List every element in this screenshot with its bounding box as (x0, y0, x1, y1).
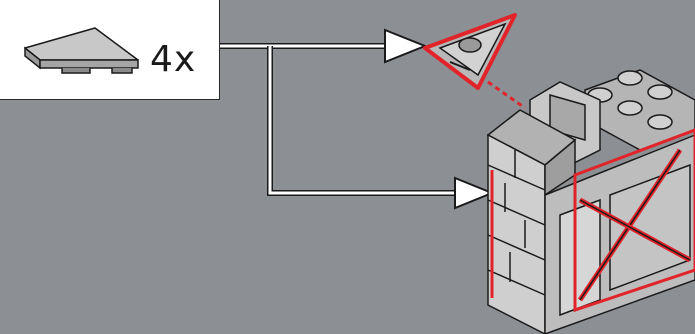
arrow-bottom (267, 46, 495, 210)
placement-guide-line (487, 80, 526, 110)
brick-assembly (486, 69, 695, 334)
parts-callout: 4x (0, 0, 220, 100)
floating-wedge-plate (423, 13, 517, 90)
part-quantity: 4x (150, 39, 197, 80)
arrow-top (220, 28, 428, 64)
wedge-plate-icon (24, 27, 139, 74)
